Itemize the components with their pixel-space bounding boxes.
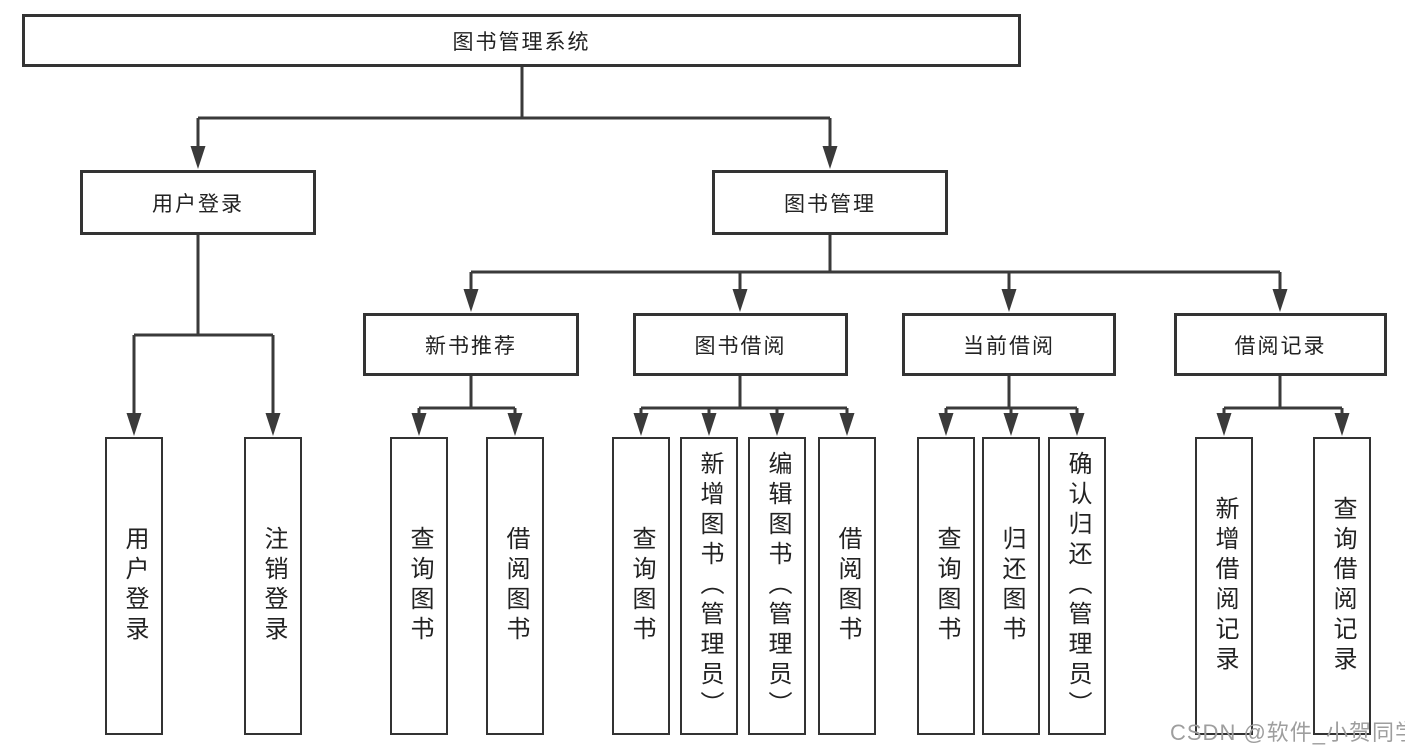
leaf-borrow-books-borrow: 借阅图书: [818, 437, 876, 735]
connector-new-book-split: [417, 376, 517, 421]
node-user-login-label: 用户登录: [152, 192, 244, 216]
connector-borrow-records-split: [1222, 376, 1344, 421]
leaf-query-borrow-record-label: 查询借阅记录: [1329, 496, 1356, 676]
connector-user-login-split: [132, 235, 275, 421]
leaf-query-borrow-record: 查询借阅记录: [1313, 437, 1371, 735]
leaf-add-book-admin: 新增图书（管理员）: [680, 437, 738, 735]
leaf-borrow-books-recommend: 借阅图书: [486, 437, 544, 735]
arrowhead-level2: [190, 146, 838, 169]
leaf-query-books-current-label: 查询图书: [933, 526, 960, 646]
connector-book-management-split: [469, 235, 1282, 296]
leaf-borrow-books-borrow-label: 借阅图书: [834, 526, 861, 646]
leaf-add-borrow-record-label: 新增借阅记录: [1211, 496, 1238, 676]
leaf-query-books-borrow-label: 查询图书: [628, 526, 655, 646]
arrowhead-leaves: [126, 413, 1350, 436]
leaf-logout-label: 注销登录: [260, 526, 287, 646]
leaf-edit-book-admin: 编辑图书（管理员）: [748, 437, 806, 735]
connector-root-to-level2: [196, 67, 832, 152]
leaf-confirm-return-admin: 确认归还（管理员）: [1048, 437, 1106, 735]
node-new-book-recommendation-label: 新书推荐: [425, 334, 517, 358]
leaf-logout: 注销登录: [244, 437, 302, 735]
node-borrowing-records: 借阅记录: [1174, 313, 1387, 376]
leaf-user-login: 用户登录: [105, 437, 163, 735]
leaf-query-books-recommend: 查询图书: [390, 437, 448, 735]
leaf-add-book-admin-label: 新增图书（管理员）: [696, 451, 723, 721]
leaf-borrow-books-recommend-label: 借阅图书: [502, 526, 529, 646]
connector-book-borrow-split: [639, 376, 849, 421]
leaf-confirm-return-admin-label: 确认归还（管理员）: [1064, 451, 1091, 721]
node-current-borrowing: 当前借阅: [902, 313, 1116, 376]
leaf-query-books-current: 查询图书: [917, 437, 975, 735]
node-user-login: 用户登录: [80, 170, 316, 235]
leaf-edit-book-admin-label: 编辑图书（管理员）: [764, 451, 791, 721]
leaf-add-borrow-record: 新增借阅记录: [1195, 437, 1253, 735]
node-book-borrowing-label: 图书借阅: [694, 334, 787, 358]
node-book-borrowing: 图书借阅: [633, 313, 848, 376]
leaf-query-books-recommend-label: 查询图书: [406, 526, 433, 646]
node-root-label: 图书管理系统: [452, 30, 591, 54]
node-book-management: 图书管理: [712, 170, 948, 235]
node-new-book-recommendation: 新书推荐: [363, 313, 579, 376]
node-current-borrowing-label: 当前借阅: [963, 334, 1055, 358]
leaf-user-login-label: 用户登录: [121, 526, 148, 646]
arrowhead-level3: [463, 289, 1288, 312]
node-borrowing-records-label: 借阅记录: [1234, 334, 1327, 358]
leaf-return-books-label: 归还图书: [998, 526, 1025, 646]
node-root: 图书管理系统: [22, 14, 1021, 67]
watermark: CSDN @软件_小贺同学: [1170, 720, 1405, 745]
leaf-query-books-borrow: 查询图书: [612, 437, 670, 735]
node-book-management-label: 图书管理: [784, 192, 876, 216]
leaf-return-books: 归还图书: [982, 437, 1040, 735]
